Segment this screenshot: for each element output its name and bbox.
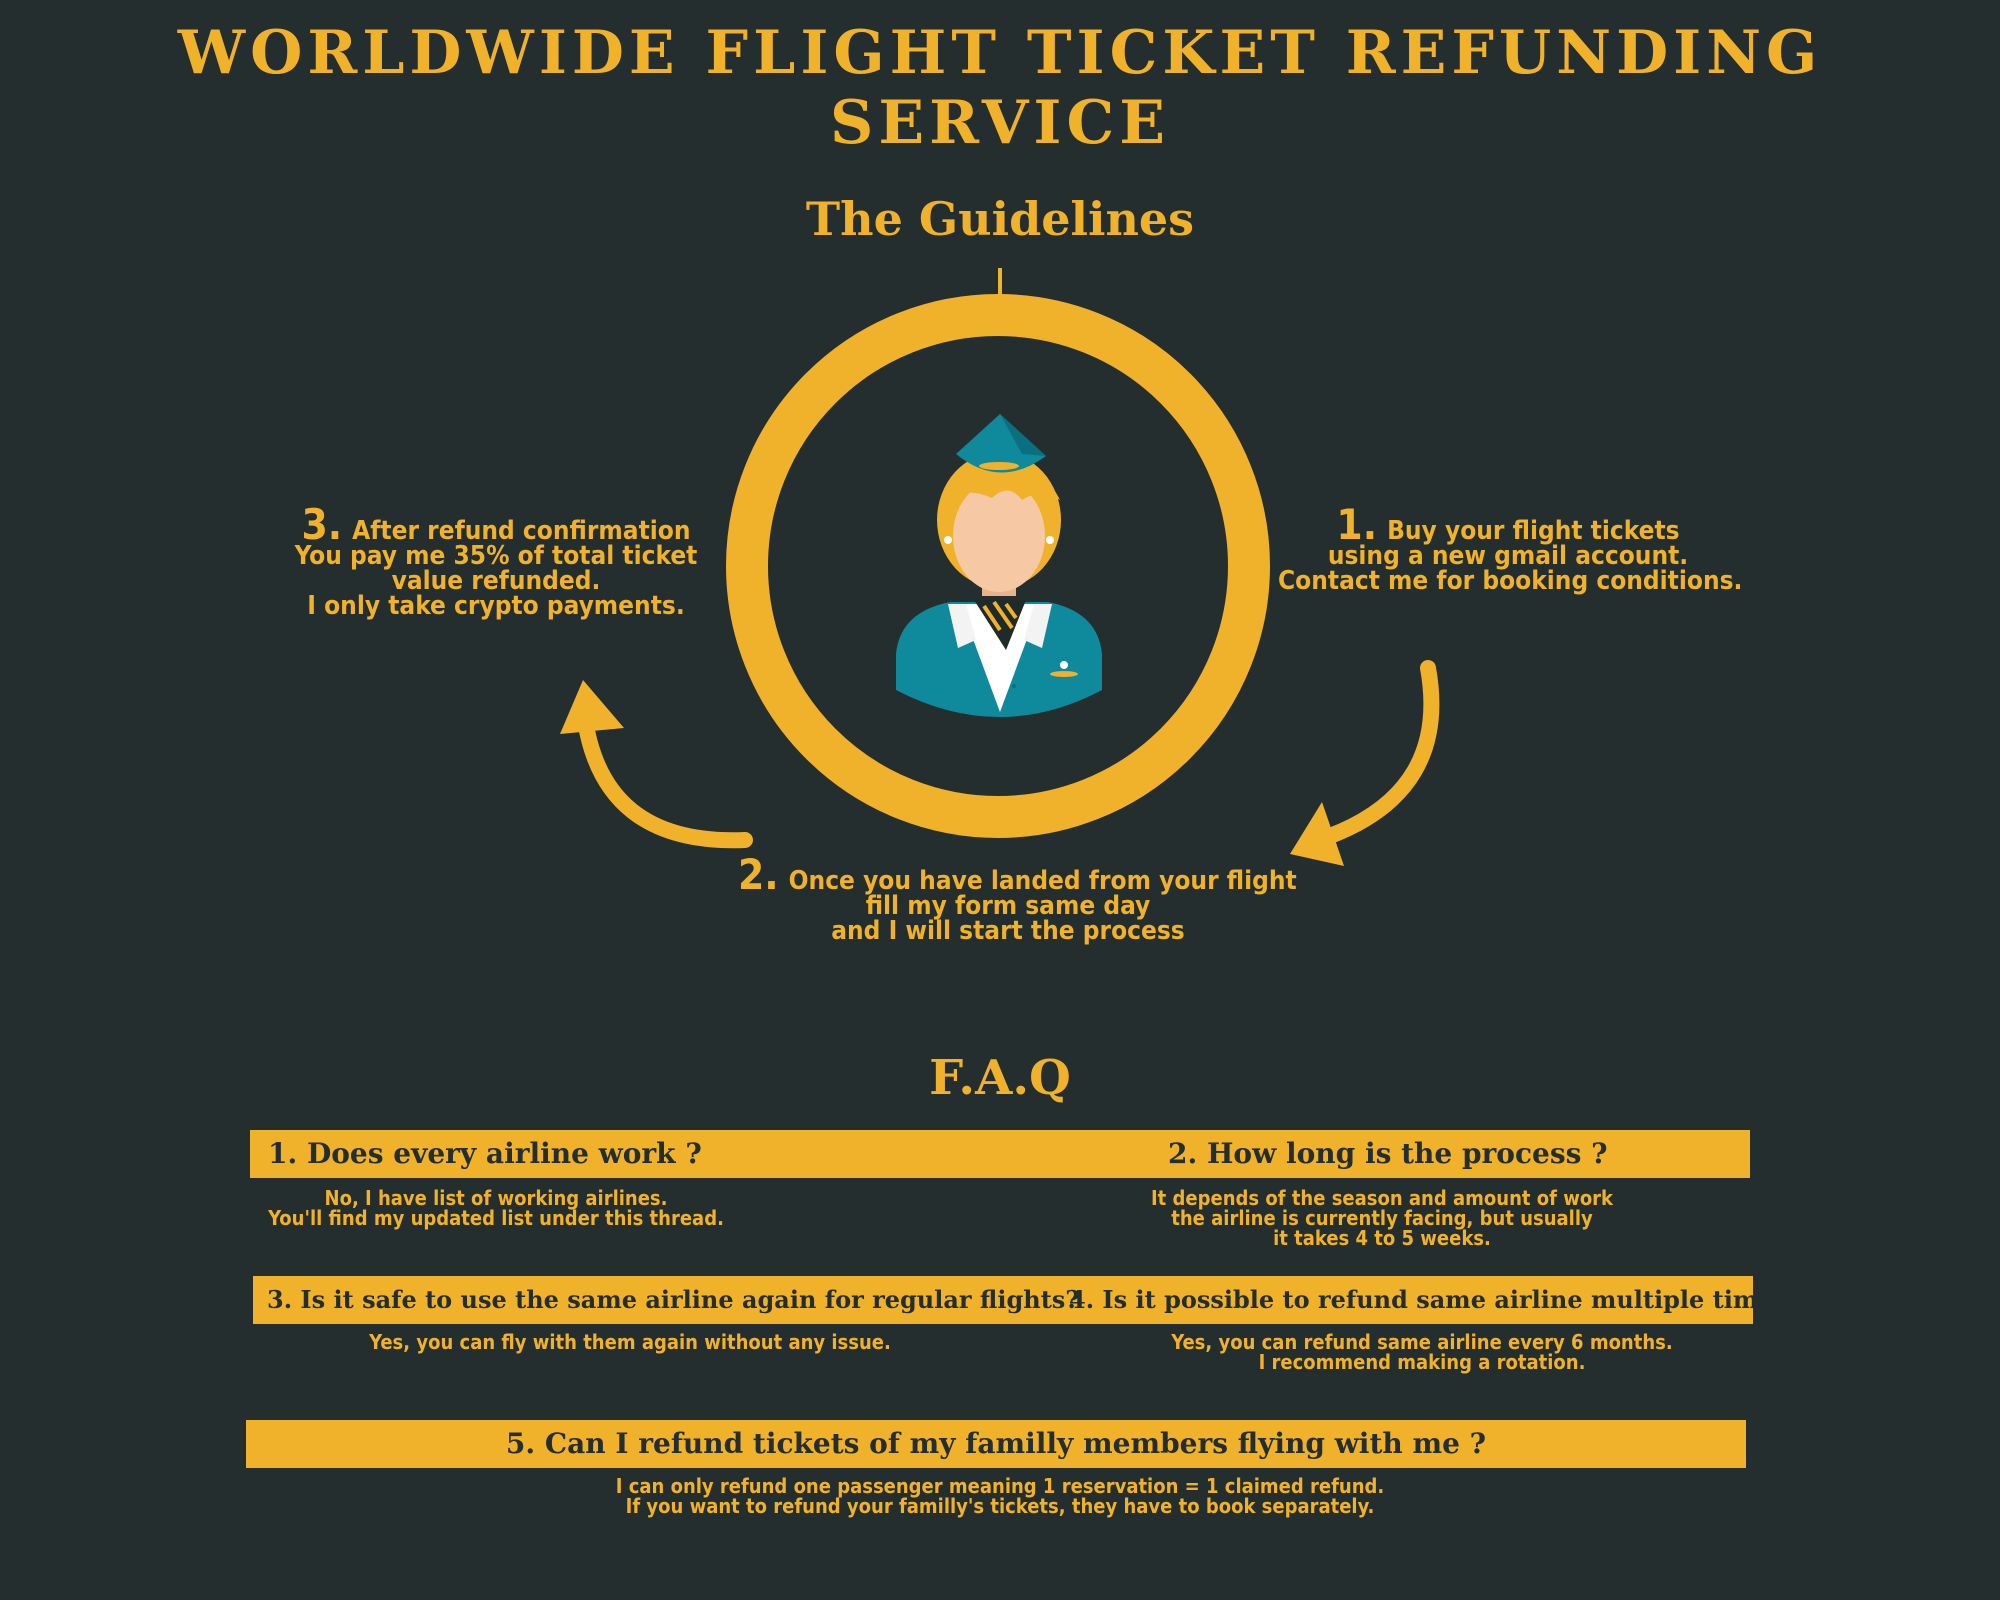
faq-answer-2: It depends of the season and amount of w…: [1110, 1188, 1654, 1248]
faq-bar-2: 3. Is it safe to use the same airline ag…: [253, 1276, 1809, 1324]
faq-answer-5: I can only refund one passenger meaning …: [500, 1476, 1500, 1516]
step-number: 2.: [738, 850, 779, 899]
answer-line: it takes 4 to 5 weeks.: [1273, 1226, 1491, 1250]
step-line: Contact me for booking conditions.: [1278, 566, 1743, 596]
step-line: You pay me 35% of total ticket: [294, 541, 698, 571]
step-line: using a new gmail account.: [1327, 541, 1689, 571]
step-line: and I will start the process: [831, 916, 1185, 946]
step-line: fill my form same day: [865, 891, 1151, 921]
faq-question-3: 3. Is it safe to use the same airline ag…: [267, 1285, 1080, 1314]
faq-question-2: 2. How long is the process ?: [1168, 1137, 1608, 1170]
faq-answer-1: No, I have list of working airlines. You…: [250, 1188, 742, 1228]
faq-bar-1: 1. Does every airline work ? 2. How long…: [250, 1130, 1750, 1178]
guideline-step-2: 2.Once you have landed from your flight …: [738, 854, 1297, 946]
answer-line: I can only refund one passenger meaning …: [615, 1474, 1385, 1498]
step-line: After refund confirmation: [352, 516, 691, 546]
step-line: Buy your flight tickets: [1387, 516, 1680, 546]
faq-answer-3: Yes, you can fly with them again without…: [330, 1332, 930, 1352]
step-line: Once you have landed from your flight: [788, 866, 1297, 896]
faq-answer-4: Yes, you can refund same airline every 6…: [1122, 1332, 1722, 1372]
step-number: 1.: [1336, 500, 1378, 549]
answer-line: the airline is currently facing, but usu…: [1171, 1206, 1593, 1230]
faq-bar-3: 5. Can I refund tickets of my familly me…: [246, 1420, 1746, 1468]
answer-line: It depends of the season and amount of w…: [1150, 1186, 1614, 1210]
faq-title: F.A.Q: [929, 1050, 1071, 1106]
faq-question-5: 5. Can I refund tickets of my familly me…: [505, 1427, 1487, 1460]
guidelines-title: The Guidelines: [805, 192, 1195, 246]
page-title: WORLDWIDE FLIGHT TICKET REFUNDING SERVIC…: [177, 18, 1823, 158]
step-line: value refunded.: [391, 566, 601, 596]
answer-line: You'll find my updated list under this t…: [268, 1206, 724, 1230]
answer-line: If you want to refund your familly's tic…: [625, 1494, 1375, 1518]
answer-line: No, I have list of working airlines.: [324, 1186, 668, 1210]
guideline-step-3: 3.After refund confirmation You pay me 3…: [276, 504, 716, 621]
step-number: 3.: [301, 500, 343, 549]
guideline-step-1: 1.Buy your flight tickets using a new gm…: [1278, 504, 1743, 596]
faq-question-4: 4. Is it possible to refund same airline…: [1069, 1285, 1810, 1314]
answer-line: I recommend making a rotation.: [1258, 1350, 1586, 1374]
answer-line: Yes, you can fly with them again without…: [369, 1330, 891, 1354]
answer-line: Yes, you can refund same airline every 6…: [1171, 1330, 1673, 1354]
step-line: I only take crypto payments.: [307, 591, 685, 621]
faq-question-1: 1. Does every airline work ?: [268, 1137, 702, 1170]
